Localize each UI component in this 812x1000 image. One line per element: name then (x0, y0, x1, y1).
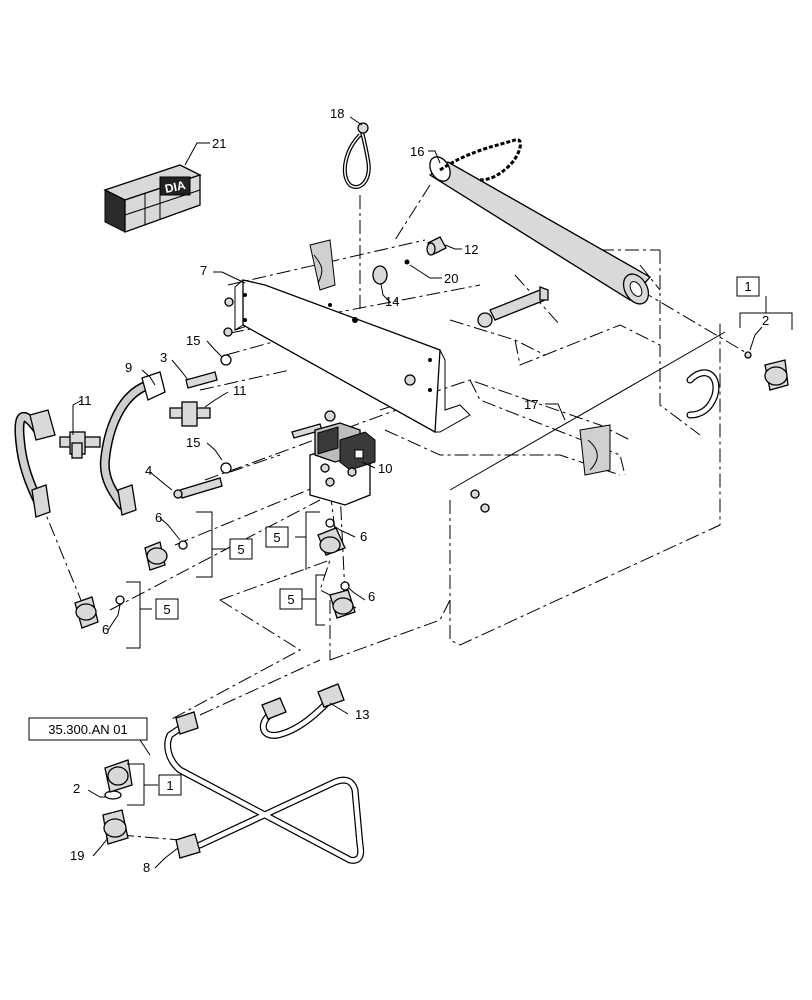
svg-text:5: 5 (237, 542, 244, 557)
fitting-2 (104, 759, 133, 800)
callout-16: 16 (410, 144, 424, 159)
strap-part (342, 122, 371, 189)
callout-9: 9 (125, 360, 132, 375)
mounting-bracket (234, 279, 471, 434)
kit-crate-label: DIA (164, 178, 187, 196)
callout-20: 20 (444, 271, 458, 286)
bracket-hardware (173, 297, 490, 513)
elbow-fitting-right (764, 359, 789, 391)
callout-13: 13 (355, 707, 369, 722)
callout-2-right: 2 (762, 313, 769, 328)
washer-part (372, 259, 410, 285)
callout-11-right: 11 (233, 383, 247, 398)
tee-fitting-left (59, 431, 101, 459)
solenoid-valve (309, 422, 376, 506)
callout-box-5-c: 5 (279, 588, 303, 610)
callout-6-d: 6 (102, 622, 109, 637)
hydraulic-hose-left (14, 409, 99, 629)
reference-label: 35.300.AN 01 (48, 722, 128, 737)
svg-text:1: 1 (744, 279, 751, 294)
callout-10: 10 (378, 461, 392, 476)
phantom-outlines (169, 249, 721, 721)
leader-lines (72, 116, 763, 869)
svg-text:1: 1 (166, 778, 173, 793)
svg-text:5: 5 (273, 530, 280, 545)
kit-crate: DIA (103, 164, 202, 233)
callout-box-1-top: 1 (736, 276, 760, 297)
tee-fitting-right (169, 401, 211, 427)
callout-3: 3 (160, 350, 167, 365)
tube-holder (428, 138, 652, 305)
callout-11-left: 11 (78, 393, 92, 408)
callout-6-b: 6 (360, 529, 367, 544)
callout-2-left: 2 (73, 781, 80, 796)
u-tube-right (686, 369, 720, 419)
callout-box-5-a: 5 (229, 538, 253, 560)
elbow-fitting-2 (329, 589, 356, 619)
callout-14: 14 (385, 294, 399, 309)
elbow-fitting-1 (317, 527, 346, 556)
callout-numbers: 18 21 16 12 7 20 14 15 3 9 11 11 17 15 1… (70, 106, 769, 875)
tube-assembly-13 (259, 683, 345, 739)
reference-box[interactable]: 35.300.AN 01 (28, 717, 148, 741)
o-rings (115, 351, 752, 605)
callout-7: 7 (200, 263, 207, 278)
callout-brackets (126, 296, 793, 806)
callout-21: 21 (212, 136, 226, 151)
mount-cradle (309, 239, 611, 476)
callout-6-c: 6 (368, 589, 375, 604)
callout-12: 12 (464, 242, 478, 257)
hydraulic-hose-9 (99, 371, 168, 571)
callout-19: 19 (70, 848, 84, 863)
callout-box-5-b: 5 (265, 526, 289, 548)
callout-6-a: 6 (155, 510, 162, 525)
spacer-part (426, 236, 447, 256)
callout-15-top: 15 (186, 333, 200, 348)
callout-box-1-bottom: 1 (158, 774, 182, 796)
callout-18: 18 (330, 106, 344, 121)
bolt-with-nut (477, 286, 549, 328)
tube-assembly-8 (164, 711, 365, 864)
svg-text:5: 5 (287, 592, 294, 607)
callout-4: 4 (145, 463, 152, 478)
callout-8: 8 (143, 860, 150, 875)
callout-box-5-d: 5 (155, 598, 179, 620)
callout-17: 17 (524, 397, 538, 412)
callout-15-bottom: 15 (186, 435, 200, 450)
fitting-19 (102, 809, 129, 845)
svg-text:5: 5 (163, 602, 170, 617)
